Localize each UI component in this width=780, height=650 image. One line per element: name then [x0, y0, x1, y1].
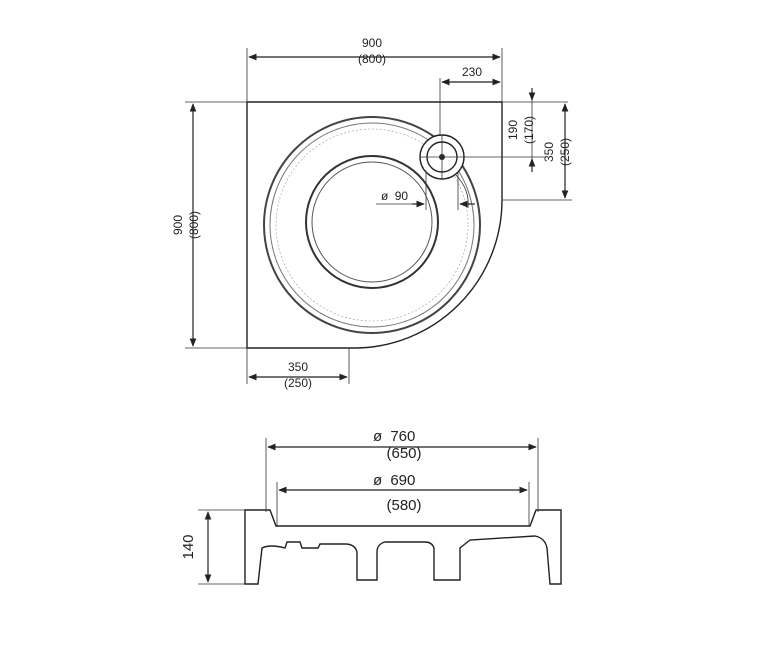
- outer-rim-inner: [269, 122, 475, 328]
- outer-diameter-value: 760: [390, 428, 415, 445]
- outer-rim: [263, 116, 481, 334]
- inner-basin-lip: [311, 161, 433, 283]
- inner-diameter-symbol: ø: [373, 472, 382, 489]
- drain-x-value: 230: [462, 65, 482, 79]
- inner-diameter-value: 690: [390, 472, 415, 489]
- height-value: 900: [171, 215, 185, 235]
- height-alt-value: (800): [187, 211, 201, 239]
- outer-diameter-alt-value: (650): [386, 445, 421, 462]
- drain-diameter-value: 90: [395, 189, 409, 203]
- tray-section: [244, 509, 562, 585]
- dim-inner-diameter: ø 690 (580): [276, 472, 530, 526]
- svg-text:ø 760: ø 760: [373, 428, 415, 445]
- dim-height: 900 (800): [171, 101, 247, 349]
- bottom-offset-alt-value: (250): [284, 376, 312, 390]
- width-alt-value: (800): [358, 52, 386, 66]
- side-view: ø 760 (650) ø 690 (580) 140: [180, 428, 562, 585]
- drain-y-value: 190: [506, 120, 520, 140]
- bottom-offset-value: 350: [288, 360, 308, 374]
- inner-basin: [305, 155, 439, 289]
- drain: [419, 134, 469, 209]
- dim-right-offset: 350 (250): [502, 103, 572, 201]
- right-offset-value: 350: [542, 142, 556, 162]
- inner-diameter-alt-value: (580): [386, 497, 421, 514]
- depth-value: 140: [180, 534, 197, 559]
- width-value: 900: [362, 36, 382, 50]
- svg-text:ø 90: ø 90: [381, 189, 408, 203]
- dim-depth: 140: [180, 509, 245, 585]
- dim-width: 900 (800): [246, 36, 503, 102]
- tray-outline: [246, 101, 503, 349]
- dim-bottom-offset: 350 (250): [246, 348, 350, 390]
- svg-text:ø 690: ø 690: [373, 472, 415, 489]
- dim-outer-diameter: ø 760 (650): [265, 428, 539, 512]
- right-offset-alt-value: (250): [558, 138, 572, 166]
- dim-drain-diameter: ø 90: [376, 172, 475, 210]
- dim-drain-y: 190 (170): [464, 88, 568, 172]
- top-view: 900 (800) 230 900 (800) 350 (250): [171, 36, 572, 390]
- dim-drain-x: 230: [439, 65, 501, 135]
- outer-diameter-symbol: ø: [373, 428, 382, 445]
- drain-diameter-symbol: ø: [381, 189, 389, 203]
- drain-y-alt-value: (170): [522, 116, 536, 144]
